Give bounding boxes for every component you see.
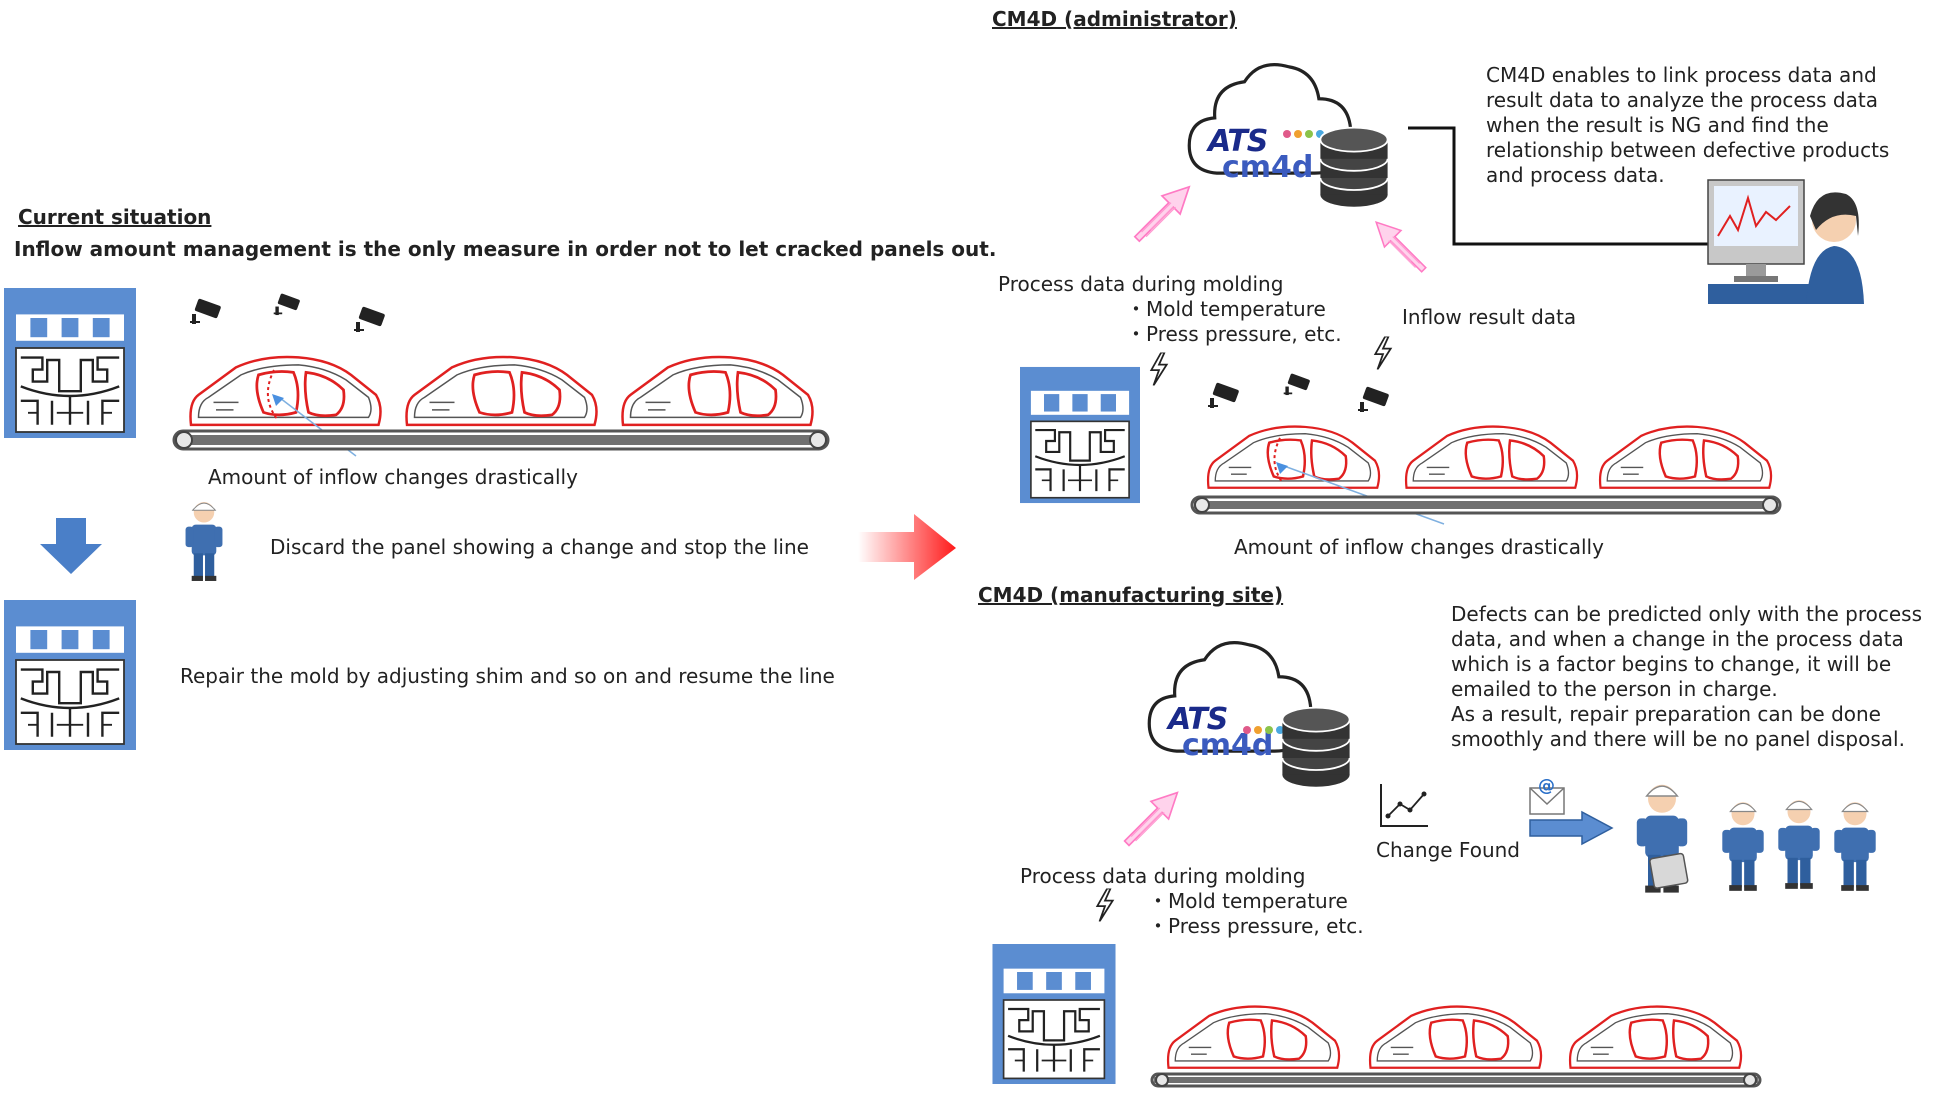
signal-bolt-icon — [1148, 352, 1170, 386]
signal-bolt-icon — [1372, 336, 1394, 370]
repair-worker-icon — [1776, 798, 1822, 890]
repair-worker-icon — [1720, 800, 1766, 892]
current-situation-subheading: Inflow amount management is the only mea… — [14, 237, 997, 261]
logo-dots — [1243, 726, 1284, 734]
admin-process-item: ・Mold temperature — [1126, 297, 1326, 321]
press-machine-icon — [4, 600, 136, 750]
big-right-arrow-icon — [858, 514, 956, 580]
camera-icon — [1282, 364, 1316, 404]
car-panel — [1596, 422, 1776, 496]
repair-label: Repair the mold by adjusting shim and so… — [180, 664, 835, 688]
upload-arrow-icon — [1128, 180, 1196, 248]
conveyor-belt — [1150, 1072, 1762, 1088]
logo-dots — [1283, 130, 1324, 138]
camera-icon — [1206, 380, 1246, 410]
cm4d-logo: cm4d — [1222, 150, 1314, 185]
discard-label: Discard the panel showing a change and s… — [270, 535, 809, 559]
car-panel — [1366, 1002, 1546, 1076]
repair-worker-icon — [1832, 800, 1878, 892]
press-machine-icon — [4, 288, 136, 438]
admin-process-title: Process data during molding — [998, 272, 1284, 296]
admin-heading: CM4D (administrator) — [992, 7, 1237, 31]
site-process-title: Process data during molding — [1020, 864, 1306, 888]
car-panel — [402, 352, 602, 434]
site-process-item: ・Mold temperature — [1148, 889, 1348, 913]
email-icon — [1529, 787, 1565, 815]
trend-chart-icon — [1380, 784, 1428, 827]
ats-logo: ATS — [1168, 702, 1228, 737]
car-panel — [1164, 1002, 1344, 1076]
admin-process-item: ・Press pressure, etc. — [1126, 322, 1342, 346]
analyst-at-computer-icon — [1707, 179, 1864, 304]
camera-icon — [352, 304, 392, 334]
inflow-change-label: Amount of inflow changes drastically — [208, 465, 578, 489]
database-icon — [1280, 698, 1352, 794]
conveyor-belt — [172, 429, 830, 451]
running-worker-icon — [178, 500, 230, 582]
camera-icon — [188, 296, 228, 326]
admin-inflow-change-label: Amount of inflow changes drastically — [1234, 535, 1604, 559]
car-panel — [1566, 1002, 1746, 1076]
camera-icon — [1356, 384, 1396, 414]
camera-icon — [272, 284, 306, 324]
upload-arrow-icon — [1370, 216, 1432, 278]
connector-line — [1408, 126, 1718, 246]
tablet-icon — [1649, 852, 1689, 889]
site-process-item: ・Press pressure, etc. — [1148, 914, 1364, 938]
upload-arrow-icon — [1118, 786, 1184, 852]
press-machine-icon — [992, 944, 1116, 1084]
change-found-label: Change Found — [1376, 838, 1521, 862]
database-icon — [1318, 118, 1390, 214]
car-panel — [618, 352, 818, 434]
site-description: Defects can be predicted only with the p… — [1451, 602, 1923, 751]
press-machine-icon — [1020, 364, 1140, 506]
admin-description: CM4D enables to link process data and re… — [1486, 63, 1890, 187]
down-arrow-icon — [40, 518, 102, 574]
inflow-result-label: Inflow result data — [1402, 305, 1577, 329]
signal-bolt-icon — [1094, 888, 1116, 922]
send-arrow-icon — [1529, 810, 1614, 846]
conveyor-belt — [1190, 495, 1782, 515]
email-at-symbol: @ — [1538, 776, 1555, 796]
site-heading: CM4D (manufacturing site) — [978, 583, 1284, 607]
ats-logo: ATS — [1208, 124, 1268, 159]
current-situation-heading: Current situation — [18, 205, 212, 229]
